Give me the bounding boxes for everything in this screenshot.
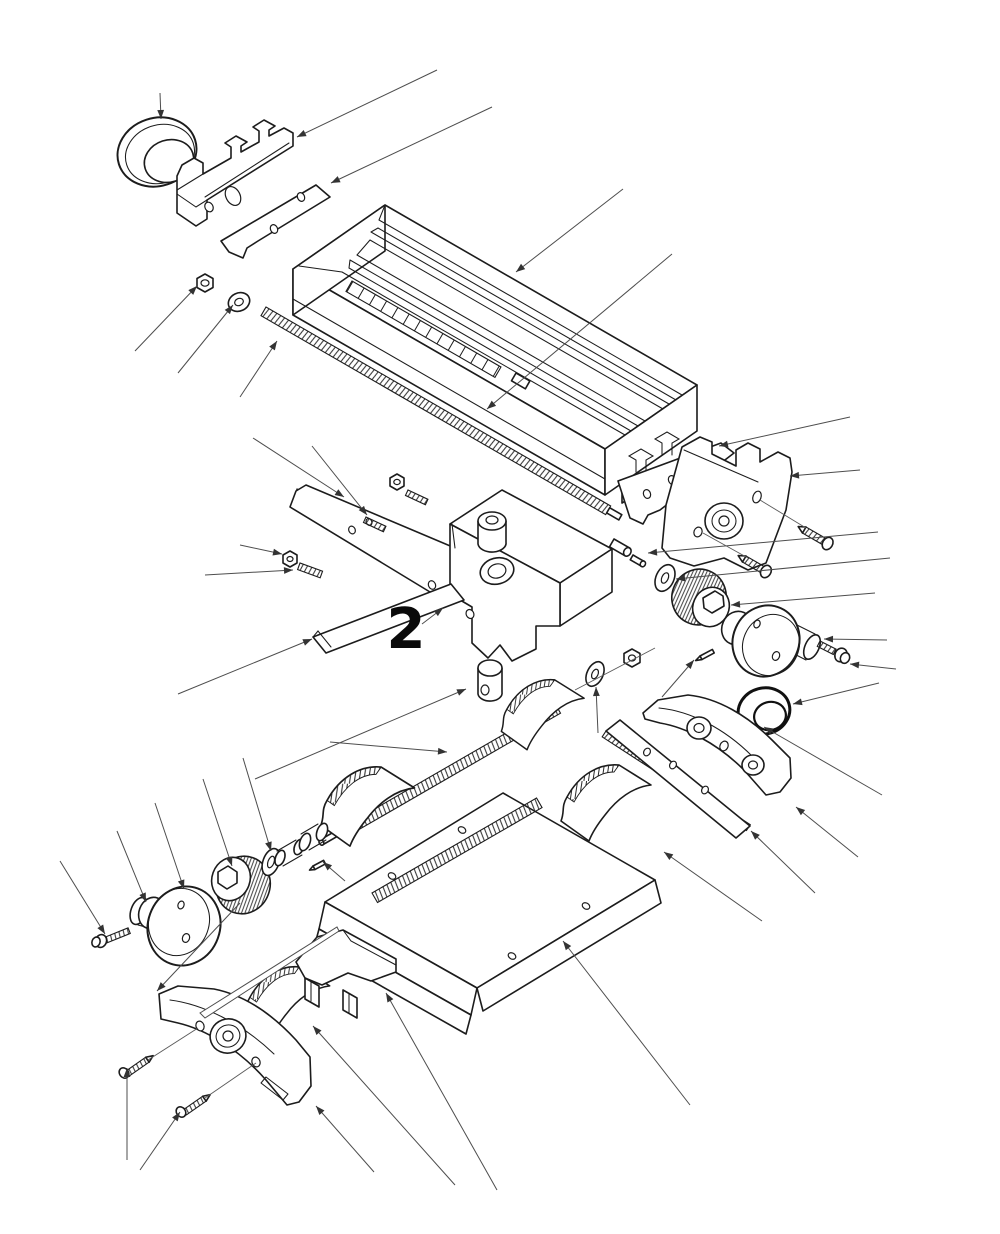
way-cover-top (500, 679, 585, 751)
end-bracket-left (176, 119, 294, 227)
dial-gear-left (210, 855, 272, 915)
handle-screw-right (816, 640, 851, 665)
base-slide-plate (313, 792, 662, 1035)
hex-nut-mid (623, 648, 641, 668)
gib-plate-left (220, 184, 331, 259)
way-cover-left (320, 766, 416, 847)
set-pin-left (308, 859, 327, 871)
handwheel-right (720, 604, 822, 678)
spacer-sleeve-right (608, 538, 647, 568)
mount-screw-a (118, 1054, 154, 1079)
saddle (289, 484, 613, 702)
washer-mid (585, 660, 605, 688)
table-lead-screw (260, 306, 623, 521)
bearing-bracket-right-bottom (642, 694, 792, 796)
bracket-screw-upper (797, 525, 834, 551)
end-bracket-right (661, 436, 793, 571)
crank-knob-right (736, 686, 792, 736)
flat-washer-upper-left (227, 291, 251, 313)
milling-table (292, 204, 698, 504)
way-cover-right (560, 764, 652, 842)
dial-gear-right (671, 568, 731, 628)
handle-pin-right (694, 648, 716, 662)
washer-right (654, 563, 676, 593)
leader-lines (59, 69, 897, 1191)
wedge-leader (199, 926, 340, 1019)
hex-nut-upper-left (196, 273, 214, 293)
gib-plate-bottom-right (601, 719, 752, 839)
spacer-left (274, 822, 329, 867)
mount-screw-b (175, 1093, 211, 1118)
saddle-gib-strip (312, 583, 465, 654)
saddle-adjust-screws (282, 473, 429, 579)
callout-label-2: 2 (387, 597, 426, 662)
handwheel-left (91, 885, 222, 967)
